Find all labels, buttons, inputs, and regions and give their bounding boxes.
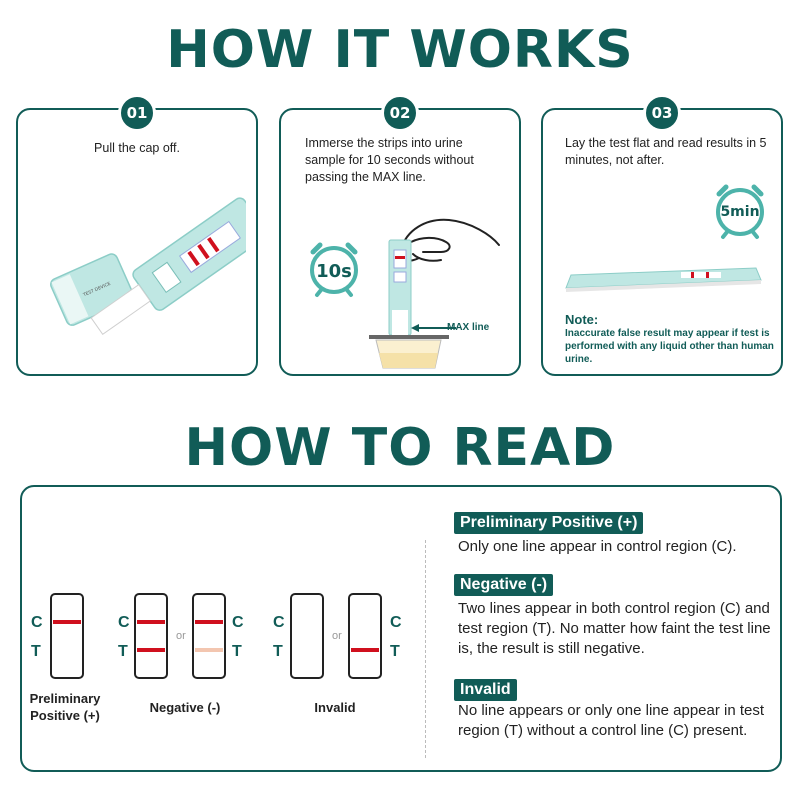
negative-description: Two lines appear in both control region … (458, 600, 771, 657)
control-line (137, 620, 165, 624)
invalid-heading: Invalid (454, 679, 517, 701)
step-1-card: 01 Pull the cap off. TEST DEVICE (16, 94, 258, 376)
step-3-text: Lay the test flat and read results in 5 … (565, 136, 767, 167)
strip-t-label: T (273, 643, 283, 660)
strip-c-label: C (118, 614, 130, 631)
alarm-clock-icon: 10s (303, 236, 365, 298)
step-3-card: 03 Lay the test flat and read results in… (541, 94, 783, 376)
max-line-label: MAX line (447, 322, 490, 333)
negative-caption: Negative (-) (149, 700, 221, 715)
timer-5min-label: 5min (720, 204, 760, 220)
how-to-read-title: HOW TO READ (184, 418, 616, 478)
positive-caption-line1: Preliminary (29, 691, 101, 706)
negative-strip-b (192, 593, 226, 679)
positive-caption-line2: Positive (+) (30, 708, 100, 723)
negative-strip-a (134, 593, 168, 679)
note-block: Note: Inaccurate false result may appear… (565, 313, 775, 366)
positive-strip (50, 593, 84, 679)
step-2-card: 02 Immerse the strips into urine sample … (279, 94, 521, 376)
how-it-works-title: HOW IT WORKS (166, 20, 634, 80)
timer-10s-label: 10s (316, 261, 352, 282)
strip-t-label: T (31, 643, 41, 660)
control-line (195, 620, 223, 624)
or-label: or (176, 630, 186, 642)
strip-t-label: T (118, 643, 128, 660)
test-cup-device-illustration: TEST DEVICE (50, 197, 246, 336)
faint-test-line (195, 648, 223, 652)
positive-description: Only one line appear in control region (… (458, 538, 737, 555)
step-2-badge: 02 (381, 94, 419, 132)
step-3-badge: 03 (643, 94, 681, 132)
step-1-badge: 01 (118, 94, 156, 132)
step-1-text: Pull the cap off. (94, 141, 180, 155)
strip-t-label: T (232, 643, 242, 660)
alarm-clock-icon: 5min (709, 178, 771, 240)
how-to-read-panel (20, 485, 782, 772)
note-text: Inaccurate false result may appear if te… (565, 328, 774, 365)
positive-caption: Preliminary Positive (+) (20, 690, 110, 724)
divider (425, 540, 426, 758)
strip-c-label: C (273, 614, 285, 631)
control-line (53, 620, 81, 624)
positive-heading: Preliminary Positive (+) (454, 512, 644, 534)
strip-c-label: C (31, 614, 43, 631)
strip-immersion-illustration (369, 218, 500, 369)
test-line (137, 648, 165, 652)
strip-c-label: C (390, 614, 402, 631)
or-label: or (332, 630, 342, 642)
strip-c-label: C (232, 614, 244, 631)
test-line (351, 648, 379, 652)
invalid-strip-a (290, 593, 324, 679)
strip-t-label: T (390, 643, 400, 660)
flat-test-device-illustration (565, 267, 762, 292)
invalid-caption: Invalid (314, 700, 356, 715)
step-2-text: Immerse the strips into urine sample for… (305, 136, 474, 184)
invalid-description: No line appears or only one line appear … (458, 702, 765, 739)
negative-heading: Negative (-) (454, 574, 554, 596)
invalid-strip-b (348, 593, 382, 679)
note-title: Note: (565, 312, 599, 327)
